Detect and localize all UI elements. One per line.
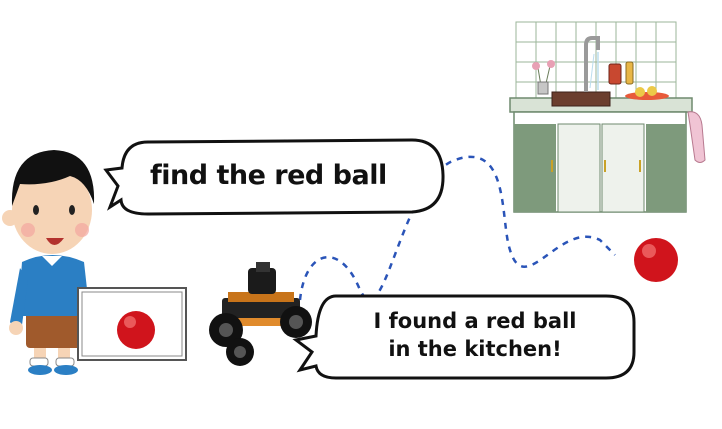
robot-car-icon bbox=[209, 262, 312, 366]
reply-text: I found a red ball in the kitchen! bbox=[325, 307, 625, 363]
request-text: find the red ball bbox=[150, 160, 387, 191]
boy-icon bbox=[2, 150, 95, 375]
red-ball-icon bbox=[634, 238, 678, 282]
speech-bubble-request bbox=[103, 138, 445, 216]
kitchen-icon bbox=[509, 21, 706, 213]
reply-line-2: in the kitchen! bbox=[388, 337, 562, 361]
robot-path bbox=[298, 155, 616, 301]
reply-line-1: I found a red ball bbox=[373, 309, 577, 333]
framed-red-ball-icon bbox=[77, 287, 187, 361]
speech-bubble-reply bbox=[292, 294, 636, 380]
